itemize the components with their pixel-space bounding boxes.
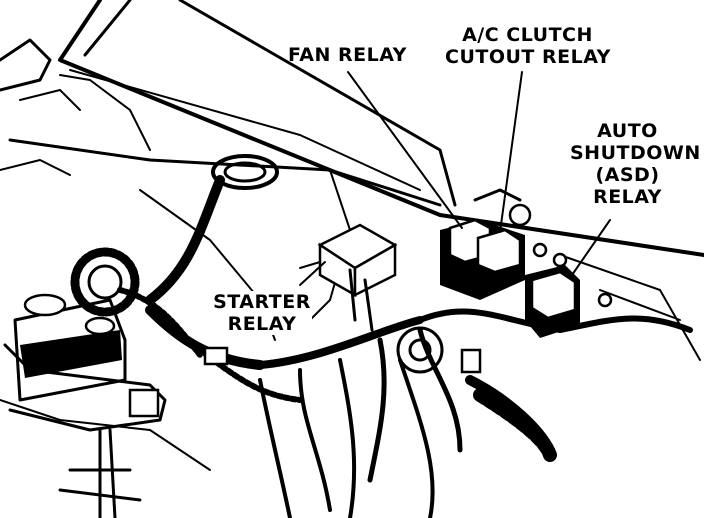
battery-tray	[3, 343, 167, 432]
starter-text-line2: RELAY	[227, 313, 297, 335]
asd-relay-leader	[571, 219, 611, 276]
ac-clutch-text-line1: A/C CLUTCH	[462, 24, 593, 46]
ac-clutch-text-line2: CUTOUT RELAY	[445, 46, 611, 68]
ac-clutch-cutout-relay-label: A/C CLUTCH CUTOUT RELAY	[445, 24, 610, 68]
strut-tower	[211, 154, 279, 190]
fan-relay-text: FAN RELAY	[288, 44, 407, 66]
starter-relay-box	[299, 223, 398, 298]
relay-cluster	[440, 188, 613, 338]
asd-text-line4: RELAY	[593, 186, 662, 208]
asd-text-line2: SHUTDOWN	[570, 142, 701, 164]
wiring-harness	[58, 175, 693, 518]
leader-lines	[299, 71, 611, 286]
fan-relay-leader	[347, 71, 463, 229]
starter-relay-leader	[299, 261, 326, 286]
asd-text-line1: AUTO	[597, 120, 658, 142]
starter-text-line1: STARTER	[213, 291, 311, 313]
auto-shutdown-relay-label: AUTO SHUTDOWN (ASD) RELAY	[570, 120, 701, 208]
ac-clutch-leader	[499, 71, 523, 233]
fan-relay-label: FAN RELAY	[288, 44, 407, 66]
asd-text-line3: (ASD)	[595, 164, 660, 186]
starter-relay-label: STARTER RELAY	[212, 291, 312, 335]
battery	[13, 293, 127, 402]
pulley-wheel	[70, 247, 140, 317]
